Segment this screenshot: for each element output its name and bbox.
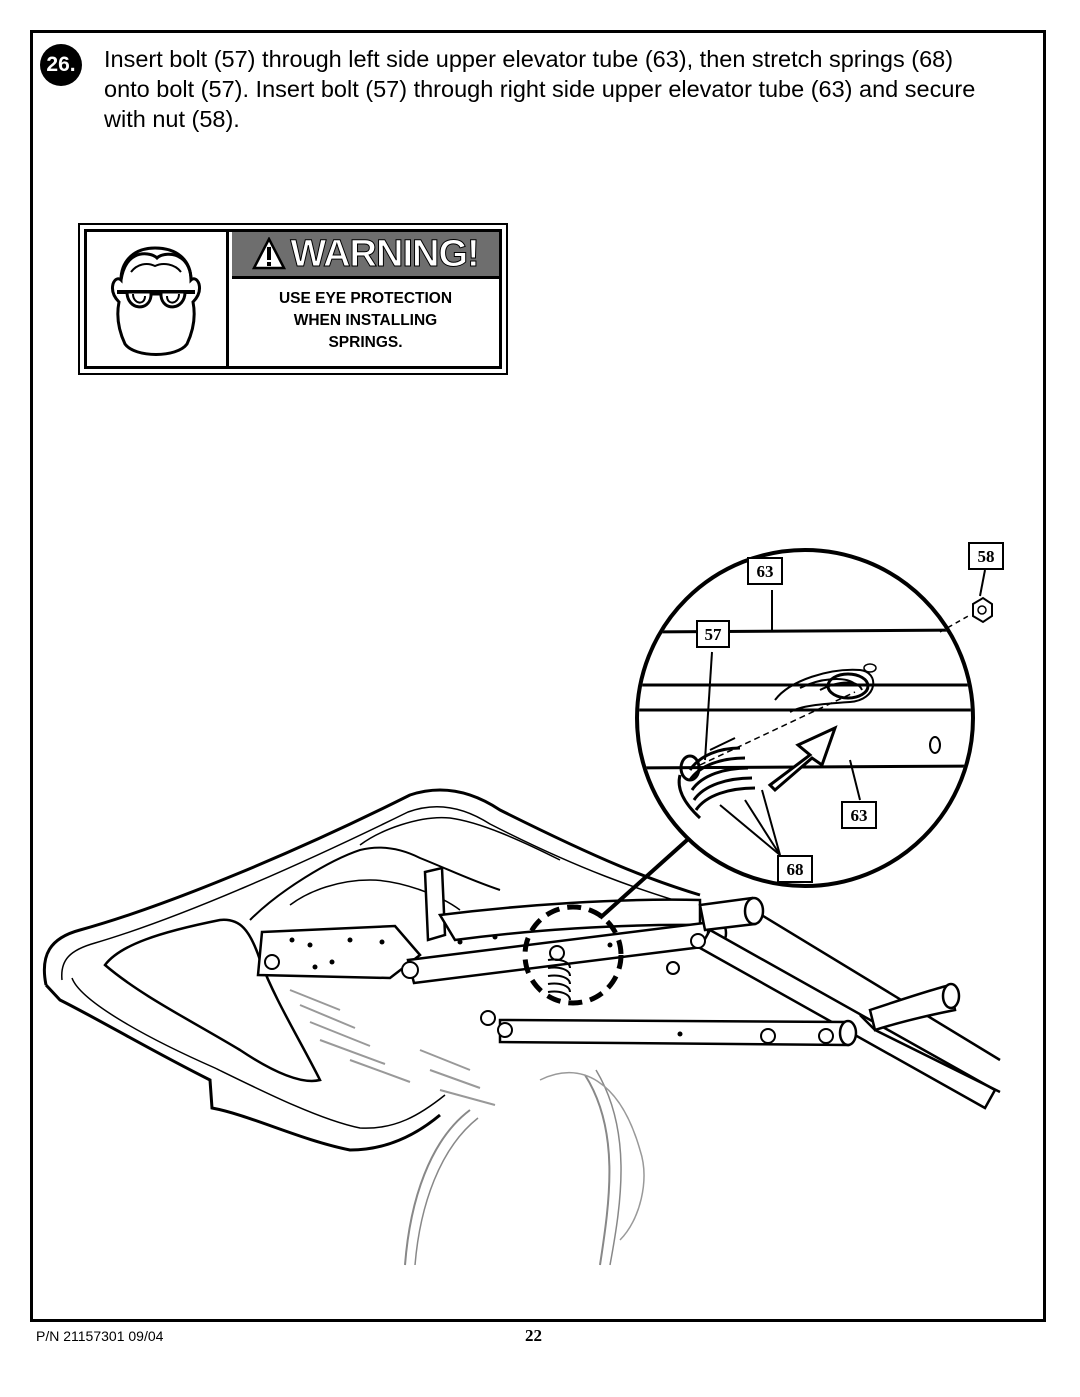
warning-title: WARNING! [290,232,480,275]
warning-message: USE EYE PROTECTION WHEN INSTALLING SPRIN… [232,288,499,354]
installed-spring [547,958,571,1001]
callout-63-bottom: 63 [851,806,868,825]
spring-68-leaders [719,789,781,856]
warning-message-line: USE EYE PROTECTION [278,290,453,307]
warning-label: WARNING! USE EYE PROTECTION WHEN INSTALL… [78,223,508,375]
detail-highlight-circle [522,904,624,1006]
magnified-detail [635,548,975,888]
tray-drawing [42,788,701,1266]
callout-57-box [696,620,730,648]
safety-glasses-face-icon [87,232,229,366]
nut-58 [939,569,993,633]
callout-63-bottom-box [841,801,877,829]
elevator-frame-drawing [256,866,1001,1110]
bolt-heads [264,933,834,1044]
page-frame [30,30,1046,1322]
footer-part-number: P/N 21157301 09/04 [36,1328,164,1344]
footer-page-number: 22 [525,1326,542,1345]
callout-boxes: 63 58 57 63 68 [696,542,1004,883]
callout-63-top: 63 [757,562,774,581]
warning-header: WARNING! [232,232,499,279]
step-number-badge: 26. [40,44,82,86]
callout-58: 58 [978,547,995,566]
small-holes [289,934,683,1037]
callout-68: 68 [787,860,804,879]
warning-label-inner: WARNING! USE EYE PROTECTION WHEN INSTALL… [84,229,502,369]
exclamation-triangle-icon [252,237,287,270]
callout-58-box [968,542,1004,570]
callout-68-box [777,855,813,883]
step-instruction: Insert bolt (57) through left side upper… [104,46,976,132]
warning-message-line: SPRINGS. [328,334,403,351]
callout-63-top-box [747,557,783,585]
callout-57: 57 [705,625,723,644]
warning-message-line: WHEN INSTALLING [293,312,438,329]
